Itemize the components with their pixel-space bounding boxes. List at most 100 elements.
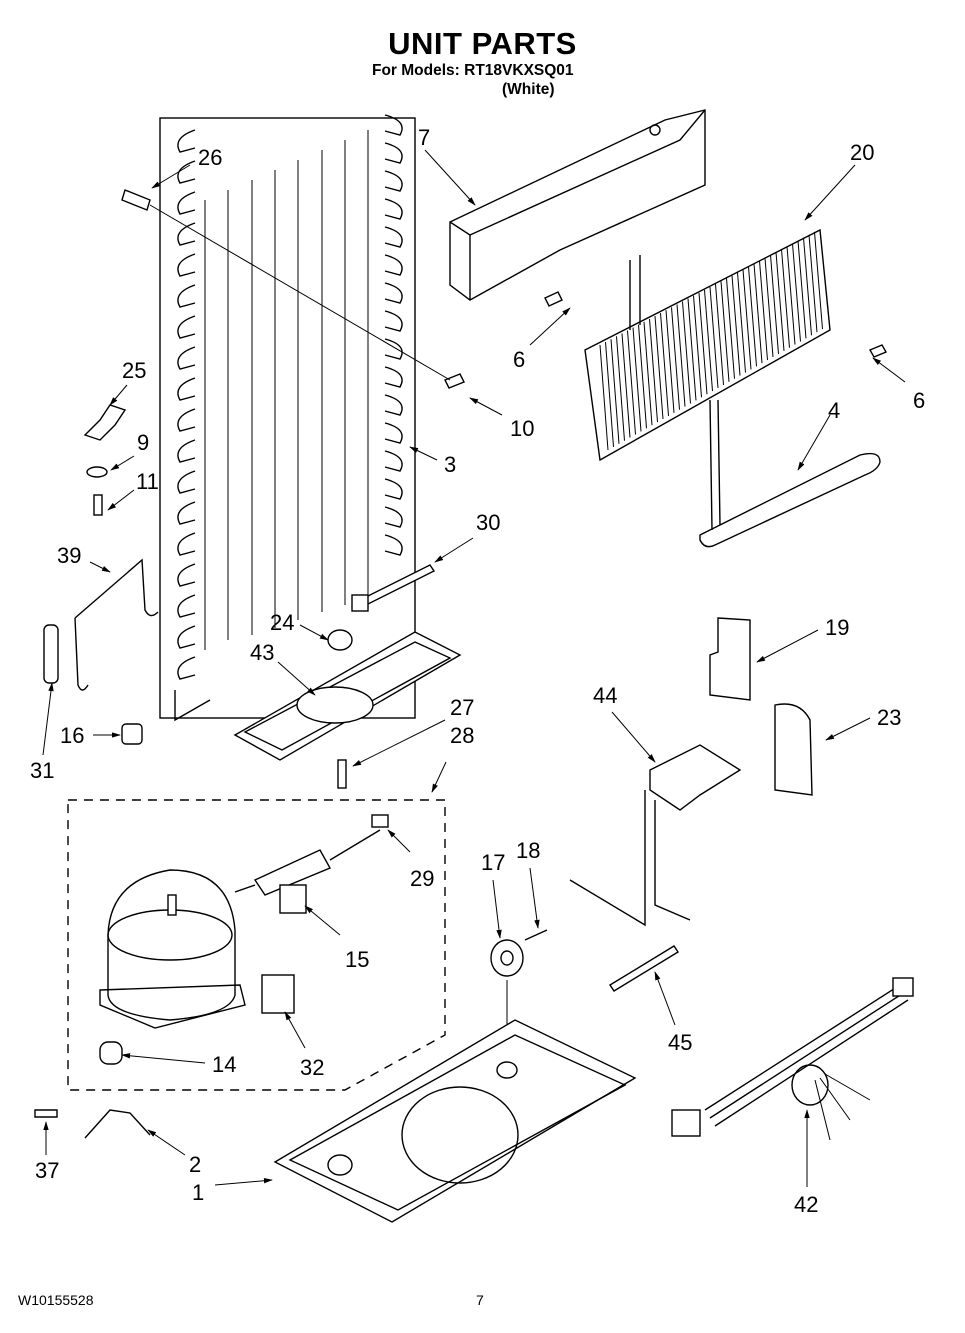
evaporator-fin [632,327,642,432]
evaporator-fin [759,260,768,361]
wire-bracket-part [74,558,159,619]
coil-loop [177,532,196,556]
coil-loop [384,338,403,360]
evaporator-fin [753,263,763,364]
evaporator-fin [737,272,746,373]
coil-loop [384,534,403,556]
leader-arrows [42,149,906,1187]
callout-9: 9 [137,430,149,455]
bracket-washer-screw-part [83,404,127,516]
evaporator-fin [610,339,620,444]
screw-part [444,291,888,389]
drier-part [234,814,389,896]
callout-42: 42 [794,1192,818,1217]
callout-18: 18 [516,838,540,863]
coil-loop [384,198,403,220]
evaporator-fin [616,336,625,441]
evaporator-fin [643,321,653,426]
evaporator-fin [676,304,686,407]
evaporator-fin [781,249,790,348]
coil-loop [177,129,196,153]
clip-part [34,1109,58,1118]
evaporator-fin [792,243,801,342]
coil-loop [384,506,403,528]
callout-29: 29 [410,866,434,891]
evaporator-fin [665,310,675,413]
evaporator-fin [814,231,823,330]
evaporator-fin [638,324,647,429]
evaporator-fin [786,246,796,345]
evaporator-fin [704,289,713,392]
evaporator-fin [742,269,752,370]
evaporator-fin [621,333,631,438]
evaporator-fin [660,313,669,416]
coil-loop [177,656,196,680]
callout-37: 37 [35,1158,59,1183]
defrost-heater-part [699,399,881,548]
coil-loop [177,470,196,494]
coil-loop [384,450,403,472]
coil-loop [384,282,403,304]
coil-loop [177,346,196,370]
coil-loop [384,226,403,248]
tube-part [43,624,59,684]
overload-part [261,974,295,1014]
evaporator-fin [654,315,664,420]
callout-11: 11 [136,469,159,494]
evaporator-fin [775,252,785,351]
evaporator-fin [797,240,807,339]
callout-16: 16 [60,723,84,748]
callout-45: 45 [668,1030,692,1055]
coil-loop [177,222,196,246]
evaporator-fin [599,344,609,451]
tubing-part [569,744,742,927]
callout-24: 24 [270,610,294,635]
coil-loop [384,170,403,192]
clip-part [84,1109,151,1139]
foam-block-part [709,617,751,701]
callout-3: 3 [444,452,456,477]
coil-loop [384,366,403,388]
callout-7: 7 [418,125,430,150]
coil-loop [384,478,403,500]
callout-6: 6 [913,388,925,413]
callout-28: 28 [450,723,474,748]
foam-block-part [774,703,813,796]
base-part [273,1019,637,1223]
compressor-part [99,869,246,1065]
pin-part [121,189,151,211]
coil-loop [177,284,196,308]
coil-loop [384,394,403,416]
callout-44: 44 [593,683,617,708]
coil-loop [384,422,403,444]
callout-15: 15 [345,947,369,972]
callout-25: 25 [122,358,146,383]
callout-43: 43 [250,640,274,665]
callout-30: 30 [476,510,500,535]
callout-23: 23 [877,705,901,730]
callout-10: 10 [510,416,534,441]
evaporator-fin [726,278,735,379]
callout-2: 2 [189,1152,201,1177]
evaporator-cover-part [449,109,706,301]
evaporator-fin [720,281,730,382]
model-subtitle: For Models: RT18VKXSQ01 [372,62,574,79]
document-number: W10155528 [18,1292,94,1308]
coil-loop [177,563,196,587]
callout-17: 17 [481,850,505,875]
evaporator-fin [682,301,691,404]
page-title: UNIT PARTS [388,26,577,61]
callout-19: 19 [825,615,849,640]
evaporator-fin [803,237,812,336]
coil-loop [384,310,403,332]
relay-part [279,884,307,914]
callout-39: 39 [57,543,81,568]
evaporator-fin [627,330,636,435]
coil-loop [177,594,196,618]
callout-6: 6 [513,347,525,372]
coil-loop [384,254,403,276]
wire-harness-part [671,977,914,1141]
callout-26: 26 [198,145,222,170]
callout-20: 20 [850,140,874,165]
